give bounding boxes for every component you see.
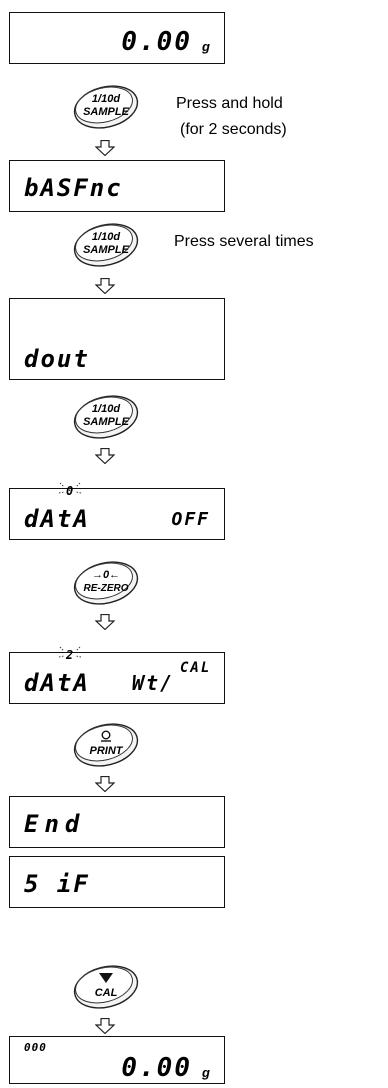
display-basfnc: bASFnc (9, 160, 225, 212)
button-label: SAMPLE (83, 416, 129, 428)
blink-indicator-icon (58, 482, 82, 494)
button-oval-icon (73, 723, 139, 767)
instruction-duration: (for 2 seconds) (180, 121, 287, 138)
print-icon (101, 730, 111, 742)
menu-readout: 5 iF (24, 870, 90, 898)
button-oval-icon (73, 561, 139, 605)
button-oval-icon (73, 223, 139, 267)
hollow-down-arrow-icon (95, 448, 115, 464)
menu-readout: dAtA (24, 669, 90, 697)
counter-readout: 000 (24, 1041, 47, 1054)
display-dout: dout (9, 298, 225, 380)
display-sif: 5 iF (9, 856, 225, 908)
unit-label: g (202, 39, 210, 54)
display-end: End (9, 796, 225, 848)
hollow-down-arrow-icon (95, 1018, 115, 1034)
cal-button[interactable]: CAL (72, 964, 140, 1010)
rezero-button[interactable]: →0← RE-ZERO (72, 560, 140, 606)
hollow-down-arrow-icon (95, 278, 115, 294)
hollow-down-arrow-icon (95, 614, 115, 630)
button-label-top: 1/10d (91, 231, 121, 243)
sample-button[interactable]: 1/10d SAMPLE (72, 394, 140, 440)
button-oval-icon (73, 395, 139, 439)
unit-label: g (202, 1065, 210, 1080)
sample-button[interactable]: 1/10d SAMPLE (72, 222, 140, 268)
setting-readout: OFF (171, 509, 210, 530)
blinking-digit: 0 (66, 484, 75, 498)
weight-readout: 0.00 (121, 27, 192, 57)
display-data-off: 0 dAtA OFF (9, 482, 225, 540)
blinking-digit: 2 (66, 648, 75, 662)
instruction-press-hold: Press and hold (176, 95, 283, 112)
button-label: SAMPLE (83, 106, 129, 118)
menu-readout: dout (24, 345, 90, 373)
button-label: SAMPLE (83, 244, 129, 256)
button-label: CAL (94, 987, 118, 999)
sample-button[interactable]: 1/10d SAMPLE (72, 84, 140, 130)
weight-readout: 0.00 (121, 1053, 192, 1083)
menu-readout: End (24, 810, 86, 838)
blink-indicator-icon (58, 646, 82, 658)
menu-readout: bASFnc (24, 174, 123, 202)
display-initial-weight: 0.00 g (9, 12, 225, 64)
button-label: PRINT (89, 745, 123, 757)
button-label: RE-ZERO (83, 583, 129, 594)
hollow-down-arrow-icon (95, 140, 115, 156)
instruction-press-several: Press several times (174, 233, 314, 250)
hollow-down-arrow-icon (95, 776, 115, 792)
button-label-top: →0← (91, 569, 121, 581)
print-button[interactable]: PRINT (72, 722, 140, 768)
button-oval-icon (73, 965, 139, 1009)
display-data-wt-cal: 2 dAtA Wt/ CAL (9, 646, 225, 704)
display-final-weight: 000 0.00 g (9, 1036, 225, 1084)
setting-superscript: CAL (180, 660, 212, 676)
setting-readout: Wt/ (132, 671, 175, 695)
menu-readout: dAtA (24, 505, 90, 533)
button-label-top: 1/10d (91, 403, 121, 415)
button-label-top: 1/10d (91, 93, 121, 105)
button-oval-icon (73, 85, 139, 129)
down-triangle-icon (99, 973, 113, 983)
